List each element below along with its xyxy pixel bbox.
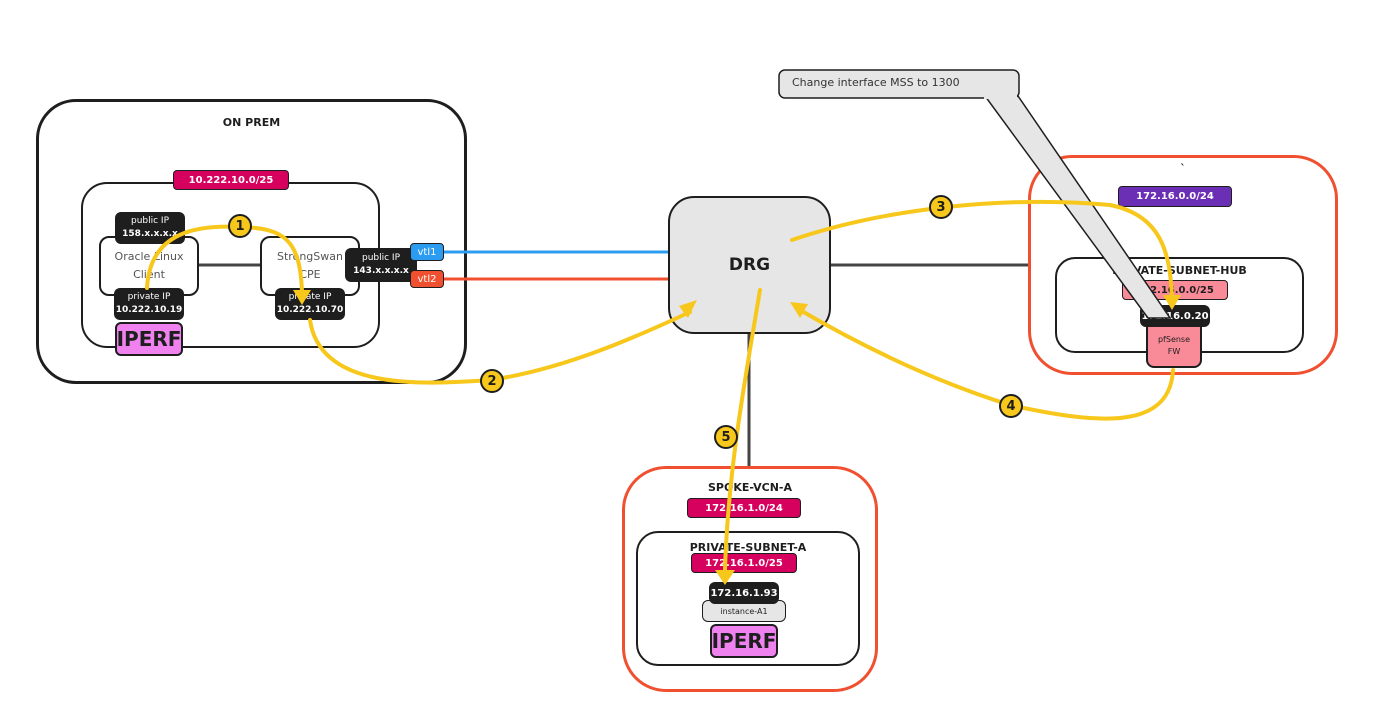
tunnel-vtl1[interactable]: vtl1: [410, 243, 444, 261]
on-prem-title: ON PREM: [222, 116, 281, 129]
cpe-name-line1: StrongSwan: [277, 250, 343, 263]
spoke-vcn-cidr: 172.16.1.0/24: [687, 498, 801, 518]
step-badge-2: 2: [480, 369, 504, 393]
client-public-ip: public IP 158.x.x.x.x: [115, 212, 185, 244]
client-iperf-badge: IPERF: [115, 322, 183, 356]
cpe-public-ip-label: public IP: [361, 253, 401, 263]
step-badge-5: 5: [714, 425, 738, 449]
cpe-private-ip-value: 10.222.10.70: [276, 305, 344, 315]
hub-subnet-cidr: 172.16.0.0/25: [1122, 280, 1228, 300]
oracle-linux-client[interactable]: Oracle Linux Client: [99, 236, 199, 296]
drg-node[interactable]: DRG: [668, 196, 831, 334]
client-name-line2: Client: [133, 268, 165, 281]
cpe-public-ip-value: 143.x.x.x.x: [353, 266, 409, 276]
client-public-ip-value: 158.x.x.x.x: [122, 229, 178, 239]
client-private-ip: private IP 10.222.10.19: [114, 288, 184, 320]
client-name-line1: Oracle Linux: [114, 250, 184, 263]
hub-vcn-cidr: 172.16.0.0/24: [1118, 186, 1232, 207]
hub-subnet-title: PRIVATE-SUBNET-HUB: [1112, 264, 1247, 277]
spoke-vcn-title: SPOKE-VCN-A: [707, 481, 792, 494]
client-public-ip-label: public IP: [130, 216, 170, 226]
hub-vcn-title: `: [1180, 162, 1186, 175]
fw-name-line1: pfSense: [1157, 335, 1191, 344]
tunnel-vtl2[interactable]: vtl2: [410, 270, 444, 288]
step-badge-1: 1: [228, 214, 252, 238]
cpe-public-ip: public IP 143.x.x.x.x: [345, 248, 417, 282]
instance-iperf-badge: IPERF: [710, 624, 778, 658]
fw-name-line2: FW: [1167, 347, 1181, 356]
cpe-private-ip: private IP 10.222.10.70: [275, 288, 345, 320]
drg-label: DRG: [728, 255, 771, 275]
spoke-subnet-cidr: 172.16.1.0/25: [691, 553, 797, 573]
step-badge-3: 3: [929, 195, 953, 219]
fw-private-ip: 172.16.0.20: [1140, 305, 1210, 327]
step-badge-4: 4: [999, 394, 1023, 418]
client-private-ip-value: 10.222.10.19: [115, 305, 183, 315]
cpe-name-line2: CPE: [299, 268, 321, 281]
instance-private-ip: 172.16.1.93: [709, 582, 779, 604]
instance-name: instance-A1: [720, 606, 768, 616]
callout-text: Change interface MSS to 1300: [792, 76, 960, 89]
cpe-private-ip-label: private IP: [288, 292, 332, 302]
on-prem-subnet-cidr: 10.222.10.0/25: [173, 170, 289, 190]
client-private-ip-label: private IP: [127, 292, 171, 302]
